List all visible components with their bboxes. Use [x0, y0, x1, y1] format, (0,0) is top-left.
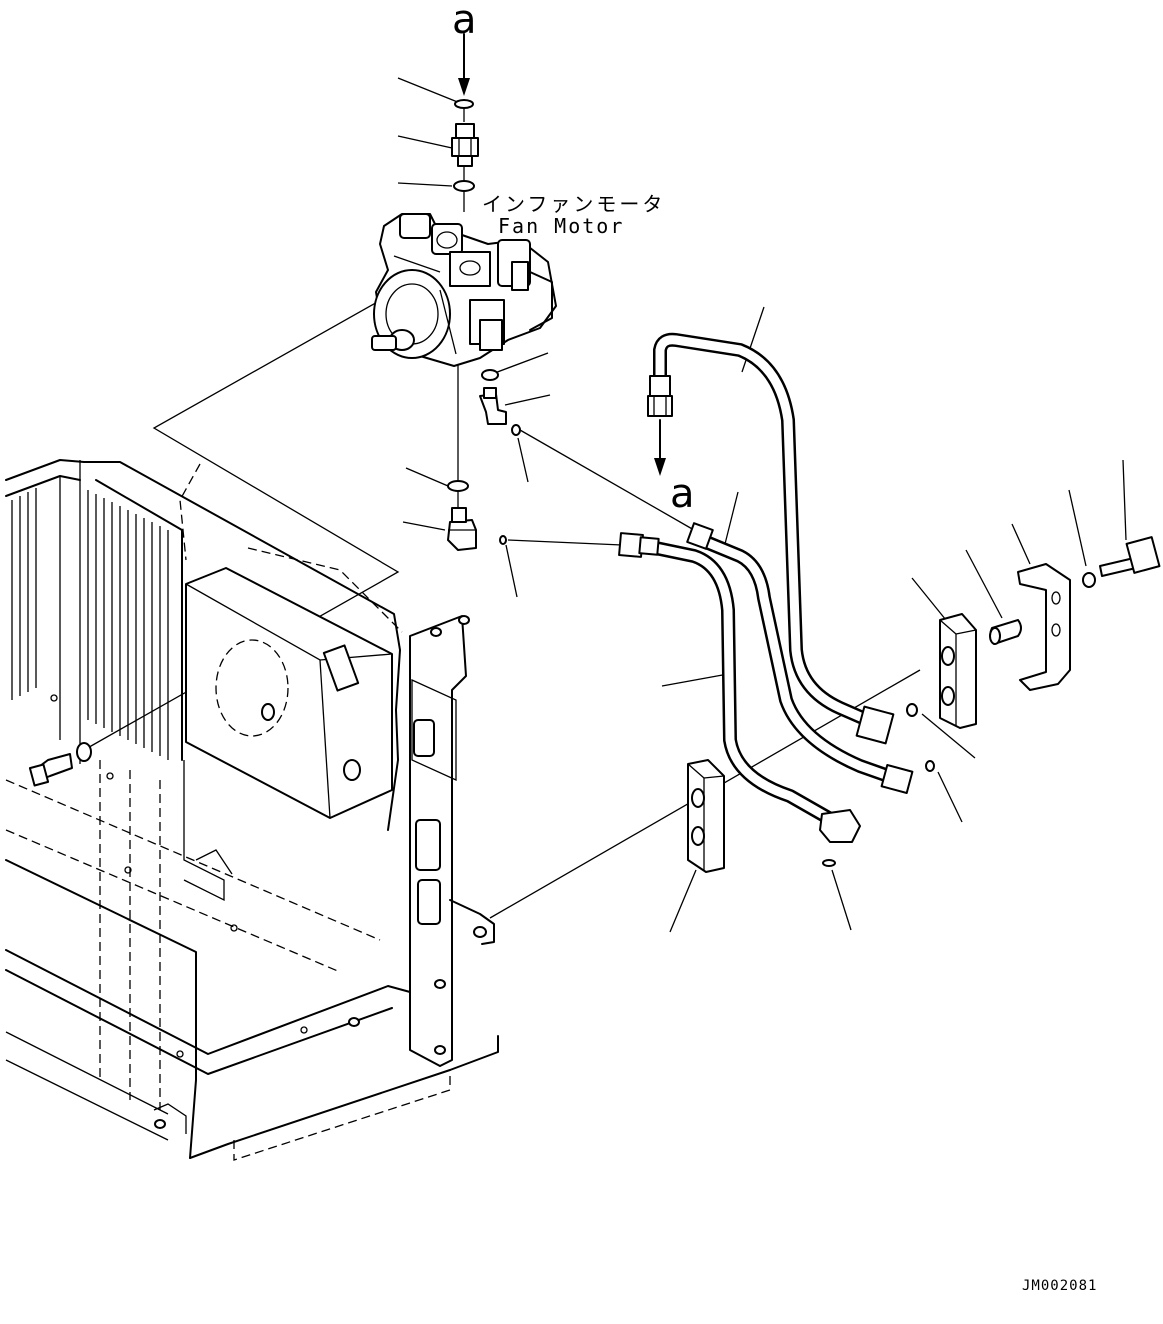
hydraulic-fan-motor-icon	[371, 213, 557, 367]
o-rings	[447, 99, 1096, 867]
o-ring-icon	[453, 180, 475, 192]
clamp-hardware	[989, 536, 1161, 691]
leader-lines	[397, 77, 1127, 933]
hose-end-fittings	[618, 375, 914, 843]
connection-marker-top: a	[452, 0, 477, 43]
frame-bolt	[28, 742, 92, 787]
o-ring-icon	[499, 535, 507, 545]
straight-fitting	[451, 123, 479, 167]
radiator-grille	[11, 488, 169, 760]
radiator-frame-icon	[5, 459, 499, 1161]
fan-motor-label-jp: インファンモータ	[482, 192, 666, 216]
top-arrow	[458, 33, 470, 96]
fan-motor-label-en: Fan Motor	[498, 214, 625, 238]
o-ring-icon	[481, 369, 499, 381]
o-ring-icon	[925, 760, 935, 772]
o-ring-icon	[511, 424, 521, 436]
elbow-fittings	[447, 387, 507, 551]
drawing-number: JM002081	[1022, 1278, 1098, 1294]
o-ring-icon	[822, 859, 836, 867]
o-ring-icon	[447, 480, 469, 492]
o-ring-icon	[906, 703, 918, 717]
hose-arrow	[654, 419, 666, 476]
connection-marker-hose: a	[670, 471, 695, 517]
o-ring-icon	[1082, 572, 1096, 588]
hydraulic-hose-icon	[639, 332, 901, 827]
hose-clamp-icon	[687, 613, 977, 873]
o-ring-icon	[454, 99, 474, 109]
